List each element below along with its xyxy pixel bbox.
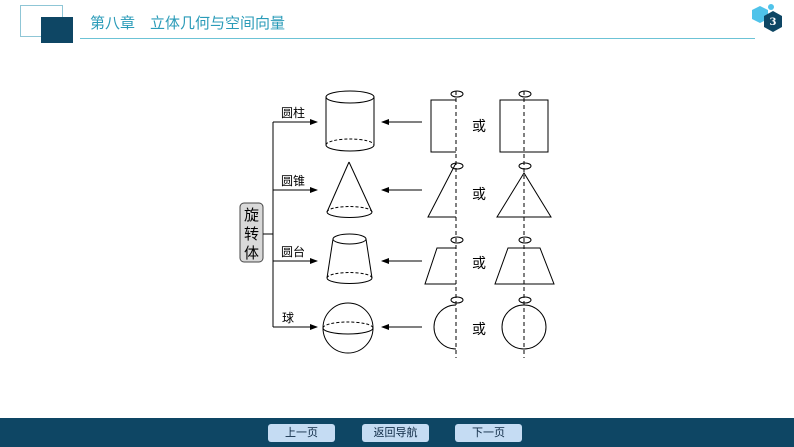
root-char-1: 旋	[244, 206, 259, 224]
or-label: 或	[472, 119, 486, 135]
header-divider	[80, 38, 755, 39]
root-char-3: 体	[244, 244, 259, 262]
chapter-title: 第八章 立体几何与空间向量	[90, 14, 286, 32]
dot-icon	[768, 4, 774, 10]
next-page-button[interactable]: 下一页	[455, 424, 522, 442]
right-trapezoid	[424, 247, 456, 285]
or-label: 或	[472, 322, 486, 338]
return-nav-button[interactable]: 返回导航	[362, 424, 429, 442]
header-decoration-filled	[41, 17, 73, 43]
label-cylinder: 圆柱	[281, 105, 305, 120]
prev-page-button[interactable]: 上一页	[268, 424, 335, 442]
frustum-shape	[326, 233, 373, 284]
rectangle-half	[430, 99, 456, 153]
rotation-body-diagram: 旋 转 体 圆柱 圆锥 圆台 球 或 或 或 或	[239, 90, 555, 358]
cone-shape	[326, 161, 373, 218]
isosceles-trapezoid	[494, 247, 555, 285]
or-label: 或	[472, 256, 486, 272]
label-cone: 圆锥	[281, 174, 305, 188]
rectangle-full	[499, 99, 549, 153]
right-triangle	[427, 162, 457, 218]
or-label: 或	[472, 187, 486, 203]
page-number: 3	[770, 17, 777, 28]
root-char-2: 转	[244, 225, 259, 243]
root-box	[239, 202, 264, 263]
footer-nav: 上一页 返回导航 下一页	[0, 418, 794, 447]
circle	[501, 304, 547, 350]
isosceles-triangle	[496, 172, 552, 218]
label-sphere: 球	[282, 311, 294, 325]
rotation-arrow-icons	[450, 90, 532, 304]
hexagon-dark-icon	[764, 11, 782, 32]
semicircle	[433, 304, 457, 350]
page-badge: 3	[752, 4, 782, 32]
label-frustum: 圆台	[281, 244, 305, 259]
sphere-shape	[322, 302, 374, 354]
cylinder-shape	[325, 90, 375, 152]
